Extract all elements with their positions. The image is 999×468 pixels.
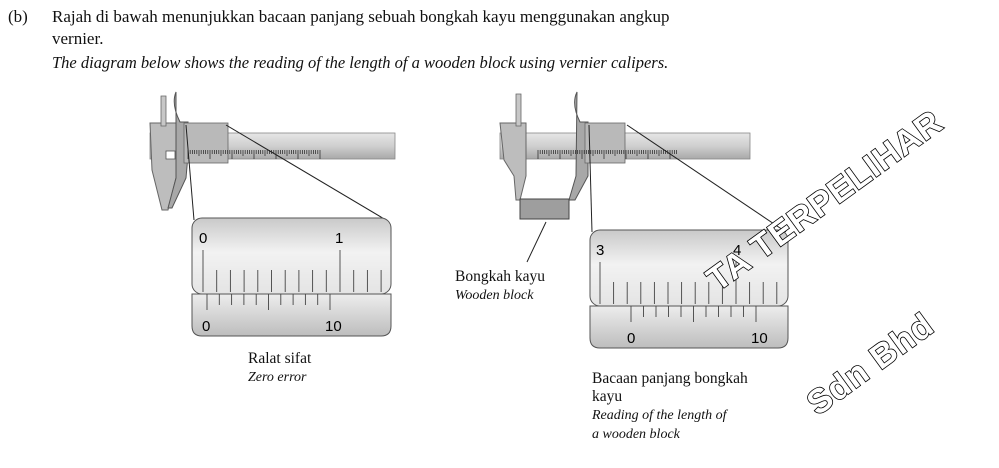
left-vernier-label-10: 10	[325, 318, 342, 335]
left-caption-english: Zero error	[248, 370, 307, 385]
right-vernier-label-0: 0	[627, 330, 635, 347]
left-zoom-panel	[191, 217, 392, 337]
right-caption: Bacaan panjang bongkah kayu Reading of t…	[592, 370, 748, 444]
left-caption-malay: Ralat sifat	[248, 350, 312, 367]
left-caption: Ralat sifat Zero error	[248, 350, 311, 387]
question-malay-line2: vernier.	[52, 29, 104, 48]
block-label-malay: Bongkah kayu	[455, 268, 545, 285]
right-vernier-label-10: 10	[751, 330, 768, 347]
question-english: The diagram below shows the reading of t…	[52, 53, 669, 72]
left-main-label-0: 0	[199, 230, 207, 247]
right-caption-malay-1: Bacaan panjang bongkah	[592, 370, 748, 387]
block-label-english: Wooden block	[455, 288, 534, 303]
right-zoom-panel	[589, 229, 789, 349]
left-main-label-1: 1	[335, 230, 343, 247]
right-caption-english-2: a wooden block	[592, 427, 680, 442]
question-malay-line1: Rajah di bawah menunjukkan bacaan panjan…	[52, 7, 670, 26]
right-caption-english-1: Reading of the length of	[592, 408, 727, 423]
block-label: Bongkah kayu Wooden block	[455, 268, 545, 305]
right-main-label-4: 4	[733, 242, 741, 259]
right-caption-malay-2: kayu	[592, 388, 623, 405]
question-label: (b)	[8, 7, 28, 26]
left-caliper	[149, 91, 396, 221]
right-main-label-3: 3	[596, 242, 604, 259]
right-caliper	[499, 91, 787, 263]
left-vernier-label-0: 0	[202, 318, 210, 335]
